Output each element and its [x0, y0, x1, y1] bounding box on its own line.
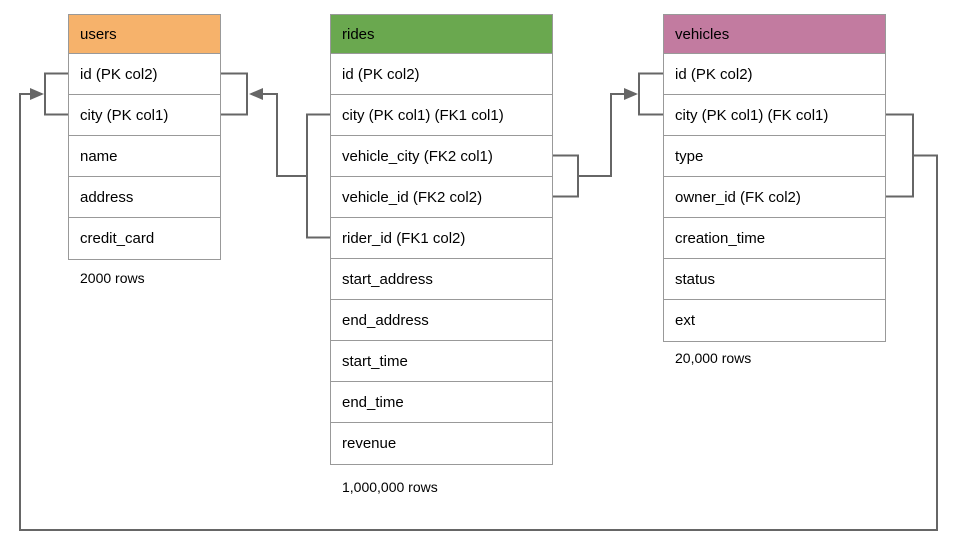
column-row: id (PK col2)	[331, 54, 552, 95]
users-right-bracket	[221, 72, 248, 116]
table-vehicles-header: vehicles	[664, 15, 885, 54]
column-row: city (PK col1)	[69, 95, 220, 136]
rides-right-bracket	[553, 154, 579, 198]
column-row: rider_id (FK1 col2)	[331, 218, 552, 259]
vehicles-left-bracket	[638, 72, 663, 116]
table-rides: rides id (PK col2) city (PK col1) (FK1 c…	[330, 14, 553, 465]
table-users: users id (PK col2) city (PK col1) name a…	[68, 14, 221, 260]
table-vehicles: vehicles id (PK col2) city (PK col1) (FK…	[663, 14, 886, 342]
users-row-count-label: 2000 rows	[80, 270, 145, 286]
fk-arrow-vehicles-to-users	[19, 88, 938, 531]
column-row: vehicle_city (FK2 col1)	[331, 136, 552, 177]
column-row: ext	[675, 312, 696, 329]
column-row: vehicle_id (FK2 col2)	[331, 177, 552, 218]
column-row: creation_time	[664, 218, 885, 259]
column-row: id (PK col2)	[664, 54, 885, 95]
column-row: revenue	[342, 435, 397, 452]
fk1-arrow-rides-to-users	[249, 88, 307, 177]
column-row: start_time	[331, 341, 552, 382]
fk2-arrow-rides-to-vehicles	[578, 88, 638, 177]
column-row: name	[69, 136, 220, 177]
column-row: address	[69, 177, 220, 218]
column-row: city (PK col1) (FK1 col1)	[331, 95, 552, 136]
column-row: owner_id (FK col2)	[664, 177, 885, 218]
column-row: credit_card	[80, 230, 155, 247]
vehicles-right-bracket	[886, 113, 914, 198]
column-row: end_address	[331, 300, 552, 341]
column-row: status	[664, 259, 885, 300]
vehicles-row-count-label: 20,000 rows	[675, 350, 752, 366]
column-row: id (PK col2)	[69, 54, 220, 95]
table-rides-header: rides	[331, 15, 552, 54]
users-left-bracket	[44, 72, 68, 116]
rides-left-bracket	[306, 113, 330, 239]
table-users-header: users	[69, 15, 220, 54]
column-row: end_time	[331, 382, 552, 423]
rides-row-count-label: 1,000,000 rows	[342, 479, 438, 495]
column-row: start_address	[331, 259, 552, 300]
column-row: city (PK col1) (FK col1)	[664, 95, 885, 136]
column-row: type	[664, 136, 885, 177]
